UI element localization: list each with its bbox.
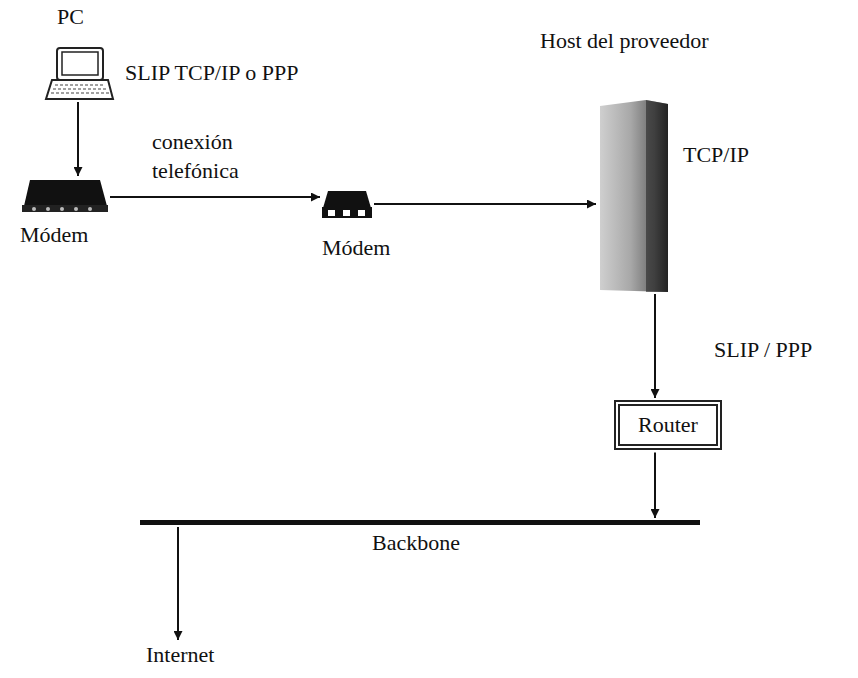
node-label: Router [638, 412, 698, 438]
node-label: PC [57, 4, 84, 30]
node-label: Módem [20, 222, 88, 248]
router-box: Router [614, 400, 722, 450]
edge-label: SLIP / PPP [712, 336, 814, 365]
connector-arrow [654, 452, 656, 518]
node-label: Host del proveedor [540, 28, 709, 54]
server-tower-icon [600, 100, 668, 292]
edge-label: conexión telefónica [150, 128, 284, 185]
node-label: Módem [322, 235, 390, 261]
pc-node: PCSLIP TCP/IP o PPP [45, 48, 112, 100]
connector-arrow [177, 527, 179, 640]
backbone-band: Backbone [140, 520, 700, 525]
connector-arrow [110, 196, 320, 198]
connector-arrow [654, 294, 656, 398]
node-label: SLIP TCP/IP o PPP [125, 60, 298, 86]
pc-icon [46, 48, 113, 99]
modem-icon [22, 180, 108, 212]
connector-arrow [374, 203, 596, 205]
node-label: Internet [146, 642, 214, 668]
connector-arrow [77, 102, 79, 176]
modem-node: Módem [22, 178, 108, 212]
node-label: TCP/IP [683, 142, 749, 168]
host-node: Host del proveedorTCP/IP [598, 100, 668, 292]
internet-node: Internet [146, 642, 214, 668]
node-label: Backbone [372, 530, 460, 556]
modem-node: Módem [322, 190, 372, 218]
modem-icon [322, 191, 372, 218]
